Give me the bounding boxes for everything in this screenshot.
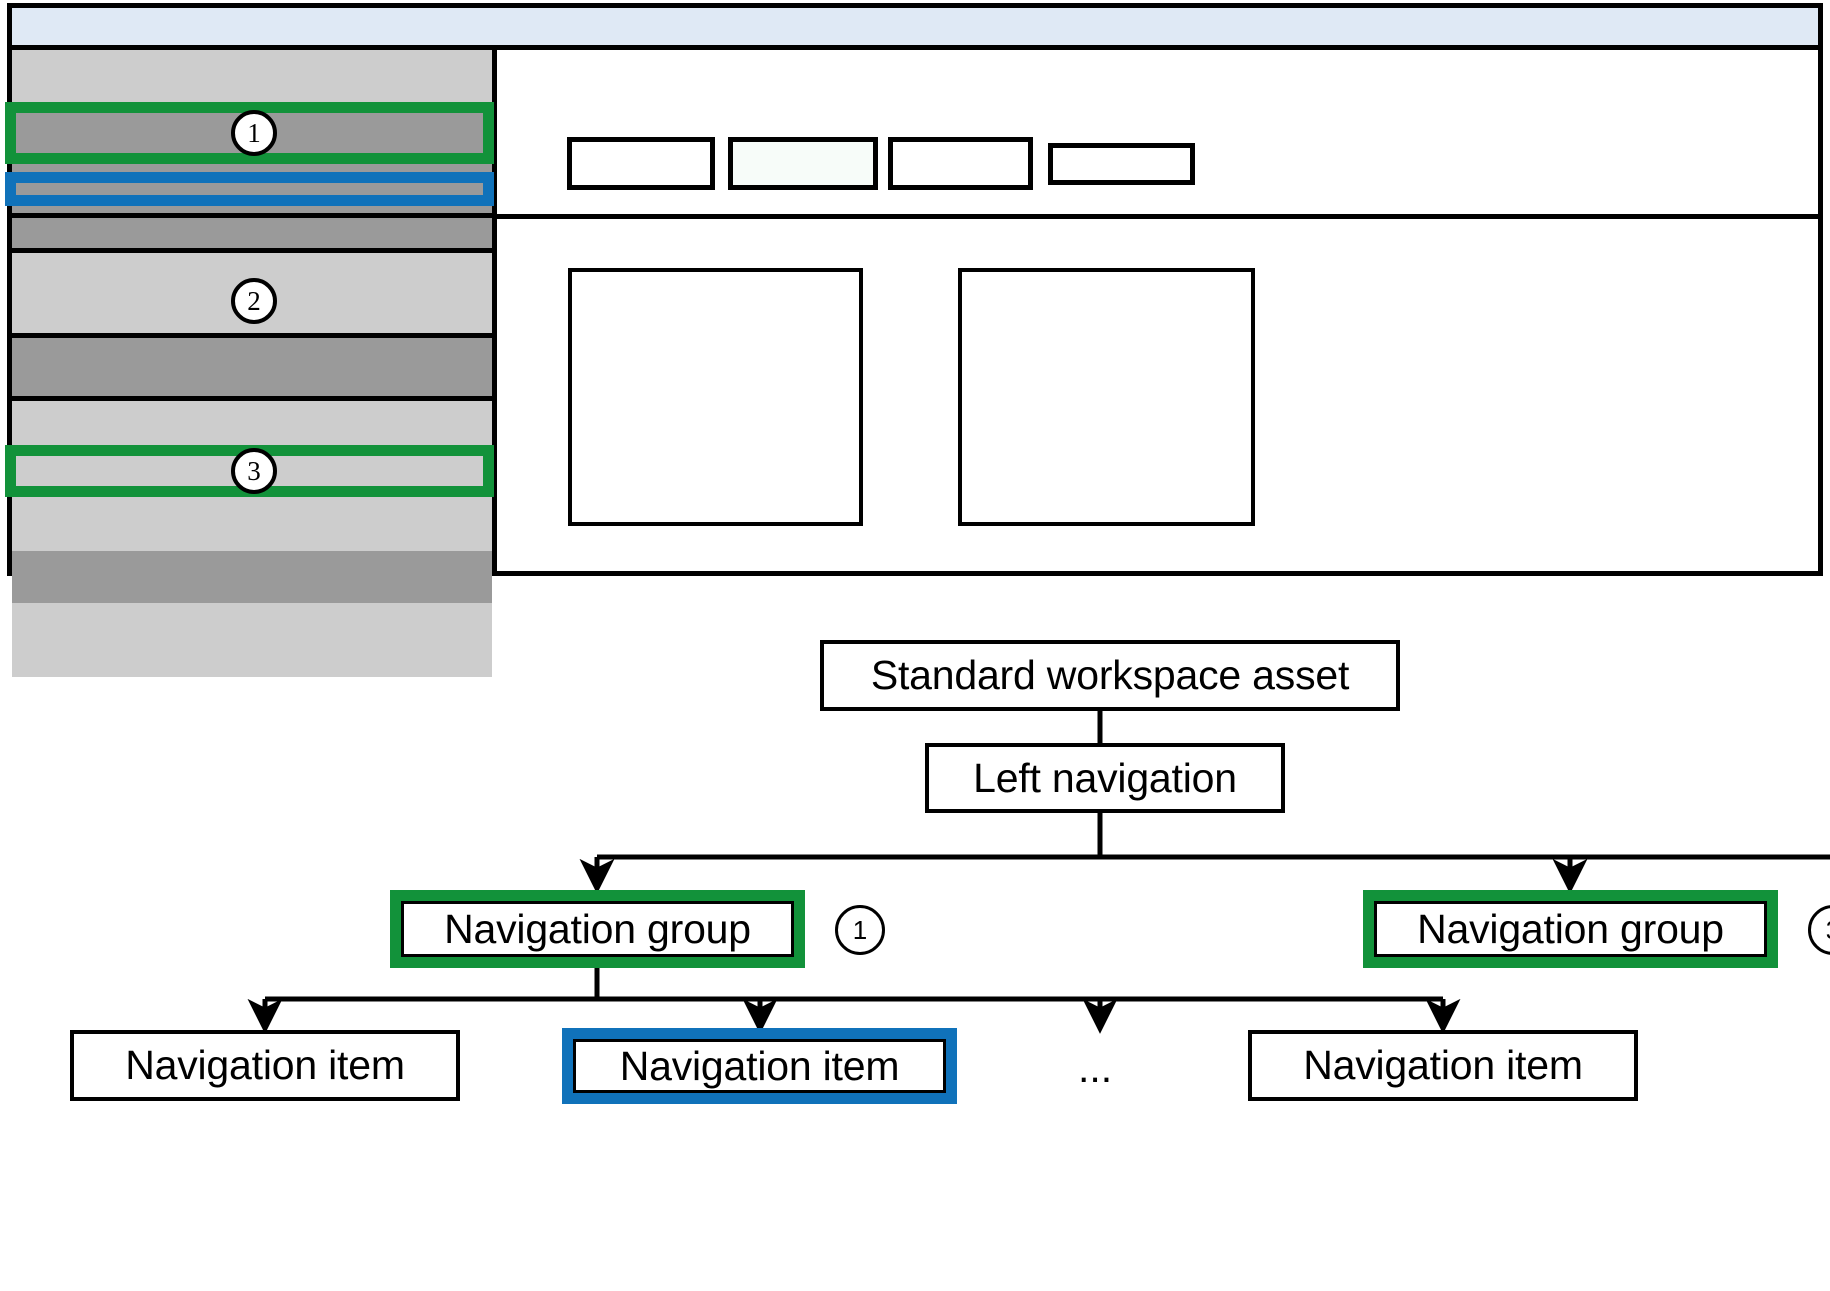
main-content-area — [497, 50, 1818, 571]
callout-badge-1-label: 1 — [247, 117, 261, 148]
tree-node-ellipsis-label: ... — [1078, 1045, 1113, 1091]
content-section-divider — [497, 214, 1818, 219]
callout-badge-2-label: 2 — [247, 285, 261, 316]
nav-group-body-4 — [12, 603, 492, 677]
callout-badge-1: 1 — [231, 110, 277, 156]
summary-card-3[interactable] — [888, 137, 1033, 190]
tree-node-left-navigation-label: Left navigation — [973, 754, 1237, 801]
navigation-hierarchy-diagram: Standard workspace asset Left navigation… — [0, 600, 1830, 1291]
tree-node-navigation-group-3-label: Navigation group — [1417, 905, 1724, 952]
summary-card-4[interactable] — [1048, 143, 1195, 185]
tree-node-navigation-group-3-highlight: Navigation group — [1363, 890, 1778, 968]
callout-badge-2: 2 — [231, 278, 277, 324]
tree-callout-badge-3-label: 3 — [1826, 917, 1830, 943]
highlight-nav-group-1 — [5, 102, 494, 164]
highlight-nav-item-selected — [5, 172, 494, 206]
tree-node-navigation-item-1: Navigation item — [70, 1030, 460, 1101]
tree-node-navigation-group-1-highlight: Navigation group — [390, 890, 805, 968]
nav-group-row-3[interactable] — [12, 333, 492, 401]
tree-node-navigation-item-1-label: Navigation item — [125, 1042, 405, 1088]
tree-node-root: Standard workspace asset — [820, 640, 1400, 711]
summary-card-1[interactable] — [567, 137, 715, 190]
tree-node-root-label: Standard workspace asset — [870, 652, 1350, 698]
tree-node-navigation-item-2-highlight: Navigation item — [562, 1028, 957, 1104]
nav-group-row-2[interactable] — [12, 213, 492, 253]
tree-callout-badge-1: 1 — [835, 905, 885, 955]
tree-callout-badge-1-label: 1 — [852, 915, 868, 945]
callout-badge-3: 3 — [231, 448, 277, 494]
content-panel-right[interactable] — [958, 268, 1255, 526]
tree-node-navigation-item-n: Navigation item — [1248, 1030, 1638, 1101]
tree-node-navigation-item-2: Navigation item — [573, 1039, 946, 1093]
app-header-bar — [12, 8, 1818, 50]
tree-node-navigation-item-2-label: Navigation item — [619, 1042, 900, 1089]
tree-node-navigation-item-n-label: Navigation item — [1303, 1042, 1583, 1088]
nav-group-row-4[interactable] — [12, 551, 492, 603]
summary-card-2[interactable] — [728, 137, 878, 190]
tree-connectors — [247, 710, 1830, 1034]
tree-node-left-navigation: Left navigation — [925, 743, 1285, 813]
tree-node-navigation-group-1: Navigation group — [401, 901, 794, 957]
callout-badge-3-label: 3 — [247, 455, 261, 486]
content-panel-left[interactable] — [568, 268, 863, 526]
tree-node-ellipsis: ... — [1078, 1048, 1112, 1089]
tree-node-navigation-group-3: Navigation group — [1374, 901, 1767, 957]
tree-node-navigation-group-1-label: Navigation group — [444, 905, 751, 952]
nav-group-header-block — [12, 50, 492, 108]
workspace-wireframe: 1 2 3 — [5, 3, 1823, 677]
